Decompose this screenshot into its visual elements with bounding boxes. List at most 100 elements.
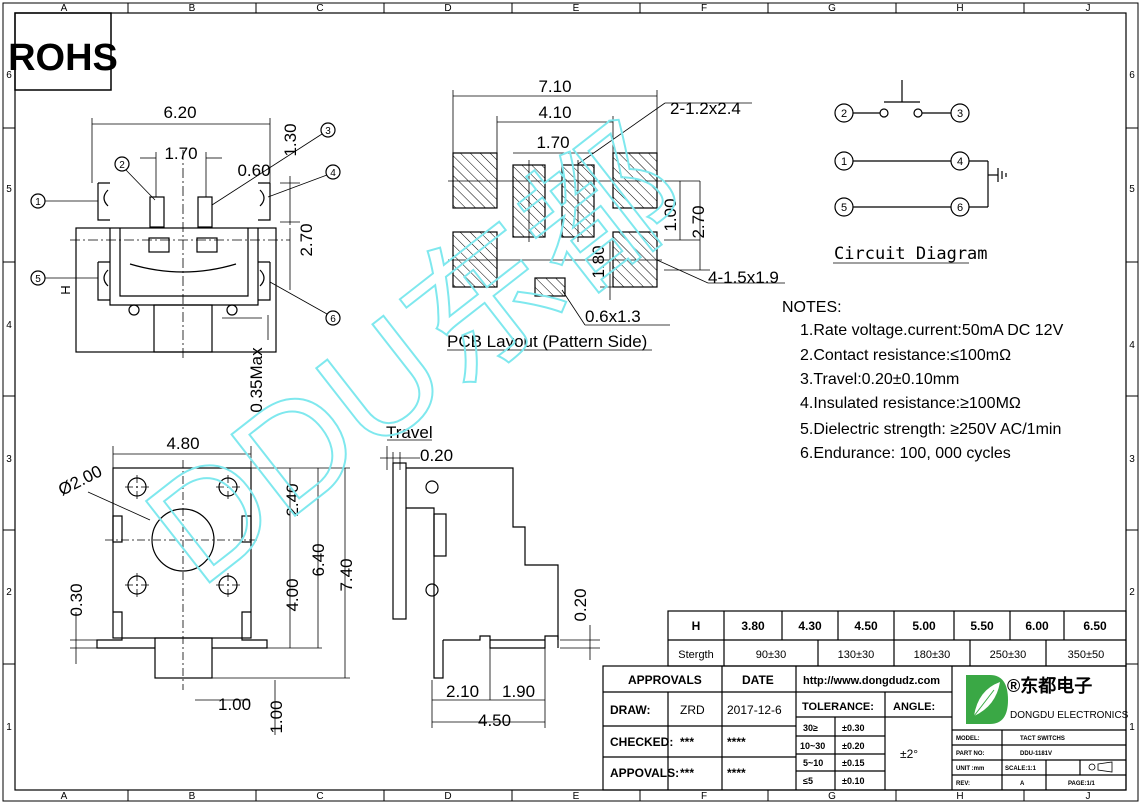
pcb-dim-mid: 4.10 [538,103,571,122]
pcb-pad [452,231,498,288]
note-item: 2.Contact resistance:≤100mΩ [800,347,1011,364]
circuit-title: Circuit Diagram [834,244,988,264]
col-label: H [956,3,963,14]
bottom-dim-dia: Ø2.00 [55,462,105,500]
pcb-pad [612,231,658,288]
dim-top-width: 6.20 [163,103,196,122]
row-label: 5 [1129,184,1135,195]
col-label: C [316,791,323,802]
pcb-dim-100: 1.00 [661,198,680,231]
pcb-pad [612,152,658,209]
rohs-label: ROHS [8,37,118,79]
bottom-dim-240: 2.40 [283,483,302,516]
projection-icon [1088,761,1113,773]
side-view [380,439,600,728]
bottom-dim-640: 6.40 [309,543,328,576]
approvals-block: APPROVALS DATE http://www.dongdudz.com D… [610,673,940,780]
grid-ticks [3,3,1138,801]
col-label: B [189,791,196,802]
checked-label: CHECKED: [610,735,673,749]
col-label: A [61,791,68,802]
part-value: DDU-1181V [1020,751,1052,757]
row-label: 1 [1129,722,1135,733]
tolerance-range: 30≥ [803,723,818,733]
pcb-layout [447,90,785,351]
bottom-dim-100a: 1.00 [218,695,251,714]
col-label: D [444,791,451,802]
col-label: G [828,791,836,802]
side-travel-label: Travel [386,423,433,442]
pcb-dim-total: 7.10 [538,77,571,96]
height-value: 5.00 [912,619,936,633]
strength-row: Stergth 90±30 130±30 180±30 250±30 350±5… [678,649,1104,661]
strength-value: 90±30 [756,649,787,661]
side-dim-020b: 0.20 [571,588,590,621]
col-label: F [701,3,707,14]
company-logo [966,675,1008,724]
pcb-caption: PCB Layout (Pattern Side) [447,332,647,351]
part-info: MODEL: TACT SWITCHS PART NO: DDU-1181V U… [956,736,1096,787]
side-dim-450: 4.50 [478,711,511,730]
draw-name: ZRD [680,703,705,717]
bottom-view [70,446,350,735]
note-item: 3.Travel:0.20±0.10mm [800,371,959,388]
callout-1: 1 [35,197,41,208]
top-view [30,118,341,360]
bottom-dim-740: 7.40 [337,558,356,591]
tolerance-value: ±0.20 [842,741,864,751]
col-label: F [701,791,707,802]
draw-label: DRAW: [610,703,650,717]
row-label: 2 [6,587,12,598]
circuit-node-1: 1 [841,156,847,168]
strength-value: 250±30 [990,649,1027,661]
tolerance-table: 30≥ ±0.30 10~30 ±0.20 5~10 ±0.15 ≤5 ±0.1… [800,723,864,786]
col-label: D [444,3,451,14]
dim-top-035: 0.35Max [247,347,266,413]
circuit-diagram [833,80,1007,264]
scale-label: SCALE:1:1 [1005,766,1037,772]
bottom-dim-400: 4.00 [283,578,302,611]
rohs-box [14,12,112,91]
col-label: G [828,3,836,14]
pcb-dim-180: 1.80 [589,245,608,278]
circuit-node-6: 6 [957,202,963,214]
row-label: 6 [6,70,12,81]
note-item: 6.Endurance: 100, 000 cycles [800,445,1011,462]
strength-row-label: Stergth [678,649,713,661]
tolerance-range: 5~10 [803,758,823,768]
callout-3: 3 [325,126,331,137]
title-block-grid [602,610,1127,791]
col-label: E [573,3,580,14]
tolerance-label: TOLERANCE: [802,701,874,713]
checked-date: **** [727,735,746,749]
tolerance-range: ≤5 [803,776,813,786]
date-header: DATE [742,673,774,687]
circuit-node-2: 2 [841,108,847,120]
unit-label: UNIT :mm [956,766,984,772]
col-label: J [1086,791,1091,802]
angle-value: ±2° [900,747,918,761]
col-label: B [189,3,196,14]
appvals-name: *** [680,766,694,780]
height-value: 6.00 [1025,619,1049,633]
bottom-dim-width: 4.80 [166,434,199,453]
tolerance-range: 10~30 [800,741,825,751]
height-value: 4.50 [854,619,878,633]
height-value: 3.80 [741,619,765,633]
tolerance-value: ±0.30 [842,723,864,733]
col-label: E [573,791,580,802]
appvals-date: **** [727,766,746,780]
pcb-pad-label-b: 4-1.5x1.9 [708,268,779,287]
company-name-cn: ®东都电子 [1007,675,1092,696]
tolerance-value: ±0.15 [842,758,864,768]
side-dim-190: 1.90 [502,682,535,701]
pcb-pad-label-c: 0.6x1.3 [585,307,641,326]
row-label: 1 [6,722,12,733]
height-table: H 3.80 4.30 4.50 5.00 5.50 6.00 6.50 [692,619,1107,633]
grid-labels: A B C D E F G H J A B C D E F G H J 6 5 … [6,3,1135,802]
page-label: PAGE:1/1 [1068,781,1096,787]
dim-top-h: H [58,285,73,294]
row-label: 6 [1129,70,1135,81]
pcb-pad [452,152,498,209]
